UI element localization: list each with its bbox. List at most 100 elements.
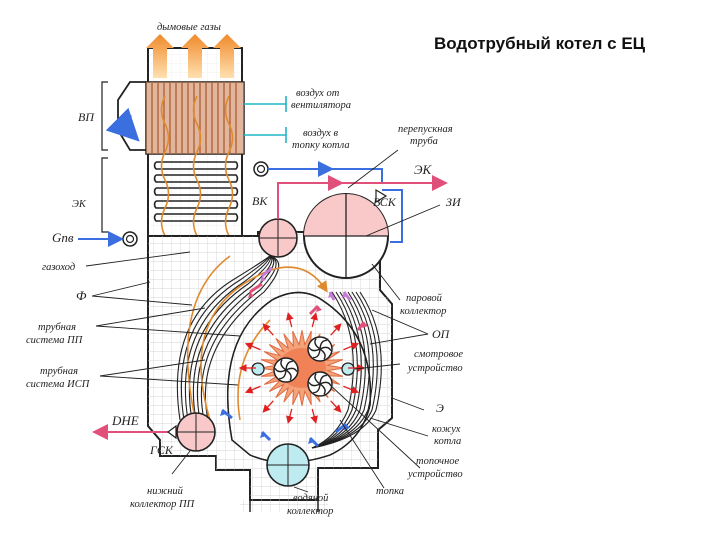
bypass-label-1: перепускная — [398, 124, 453, 135]
economizer-coils — [153, 161, 239, 222]
radiation-arrow — [262, 400, 274, 413]
lower-collector-label-1: нижний — [147, 486, 184, 497]
burner-vane — [319, 346, 332, 352]
casing-label-1: кожух — [432, 424, 461, 435]
economizer-coil — [153, 174, 239, 183]
burner-vane — [313, 383, 321, 394]
tube-arc — [311, 291, 354, 449]
flow-arrow-head — [328, 292, 334, 298]
air-box — [117, 81, 146, 151]
radiation-arrow — [310, 312, 318, 328]
flue-gas-arrows — [146, 34, 241, 78]
flow-arrow — [356, 321, 366, 331]
burner-vane — [319, 339, 327, 350]
flow-arrow — [308, 304, 320, 316]
flue-gases-label: дымовые газы — [157, 22, 221, 33]
collector-gsk — [176, 412, 216, 452]
flow-arrow-head — [248, 292, 254, 298]
air-heater — [145, 81, 245, 155]
drum-vsk — [303, 193, 389, 279]
water-collector-label-2: коллектор — [287, 506, 333, 517]
steam-collector-label-2: коллектор — [400, 306, 446, 317]
isp-tubes-label-2: система ИСП — [26, 379, 91, 390]
d-ne-label: DНЕ — [111, 413, 139, 428]
burner-vane — [279, 369, 287, 380]
air-furnace-label-2: топку котла — [292, 140, 350, 151]
burner-vane — [308, 381, 321, 387]
lower-collector-label-2: коллектор ПП — [130, 499, 196, 510]
tube-arc — [311, 291, 370, 449]
f-label: Ф — [76, 288, 87, 303]
air-flow-arrow — [105, 107, 140, 142]
furnace-label: топка — [376, 486, 404, 497]
valve-gpv — [122, 231, 138, 247]
burner-label-2: устройство — [407, 469, 463, 480]
tube-arc — [311, 291, 358, 449]
burner-vane — [314, 373, 321, 385]
flow-arrow-head — [308, 438, 314, 444]
radiation-arrow — [244, 385, 261, 394]
gsk-label: ГСК — [149, 443, 174, 457]
page-title: Водотрубный котел с ЕЦ — [434, 34, 646, 53]
e-label: Э — [436, 401, 444, 415]
air-lines — [244, 96, 287, 143]
economizer-coil — [153, 187, 239, 196]
radiation-arrow — [286, 408, 294, 424]
zi-label: ЗИ — [446, 195, 462, 209]
economizer-coil — [153, 161, 239, 170]
flow-arrow — [249, 282, 263, 294]
tube-arc — [180, 255, 271, 421]
tube-arc — [192, 255, 273, 421]
tube-system-arcs — [176, 255, 382, 449]
feed-water-pipes — [78, 161, 403, 247]
water-collector — [266, 443, 310, 487]
valve-ek — [253, 161, 269, 177]
tube-arc — [204, 255, 280, 421]
flow-arrow-head — [362, 322, 368, 328]
circulation-arrows — [220, 266, 368, 448]
flow-arrow — [261, 266, 273, 278]
radiation-arrow — [262, 323, 274, 336]
burner-vane — [319, 348, 326, 360]
flow-arrow-head — [260, 432, 266, 438]
burner-vane — [313, 348, 321, 359]
viewer-right — [341, 362, 355, 376]
ek-left-label: ЭК — [72, 199, 87, 210]
burner-vane — [280, 359, 287, 371]
radiation-arrow — [310, 408, 318, 424]
tube-arc — [184, 255, 271, 421]
burner-vane — [319, 374, 327, 385]
flow-arrow-head — [260, 276, 266, 282]
steam-collector-label-1: паровой — [406, 293, 443, 304]
viewer-label-1: смотровое — [414, 349, 463, 360]
burner-vane — [314, 338, 321, 350]
burner-vane — [285, 369, 292, 381]
air-fan-label-1: воздух от — [296, 88, 340, 99]
radiation-arrow — [330, 400, 342, 413]
burner-label-1: топочное — [416, 456, 460, 467]
leader-lines — [85, 149, 441, 493]
tube-arc — [188, 255, 272, 421]
water-collector-label-1: водяной — [293, 493, 329, 504]
burner-vane — [285, 360, 293, 371]
air-fan-label-2: вентилятора — [291, 100, 351, 111]
bypass-label-2: труба — [410, 136, 438, 147]
casing-label-2: котла — [434, 436, 461, 447]
economizer-coil — [153, 213, 239, 222]
vk-label: ВК — [252, 194, 268, 208]
flow-arrow-head — [342, 292, 348, 298]
gas-duct-label: газоход — [42, 262, 75, 273]
tube-arc — [311, 291, 378, 449]
pp-tubes-label-1: трубная — [38, 322, 76, 333]
radiation-arrow — [244, 342, 261, 351]
valve-gsk — [167, 424, 177, 440]
economizer-coil — [153, 200, 239, 209]
steam-pipes — [92, 175, 448, 440]
tube-arc — [311, 291, 382, 449]
burner-vane — [285, 367, 298, 373]
tube-arc — [176, 255, 271, 421]
air-furnace-label-1: воздух в — [303, 128, 338, 139]
flow-arrow — [221, 408, 233, 420]
